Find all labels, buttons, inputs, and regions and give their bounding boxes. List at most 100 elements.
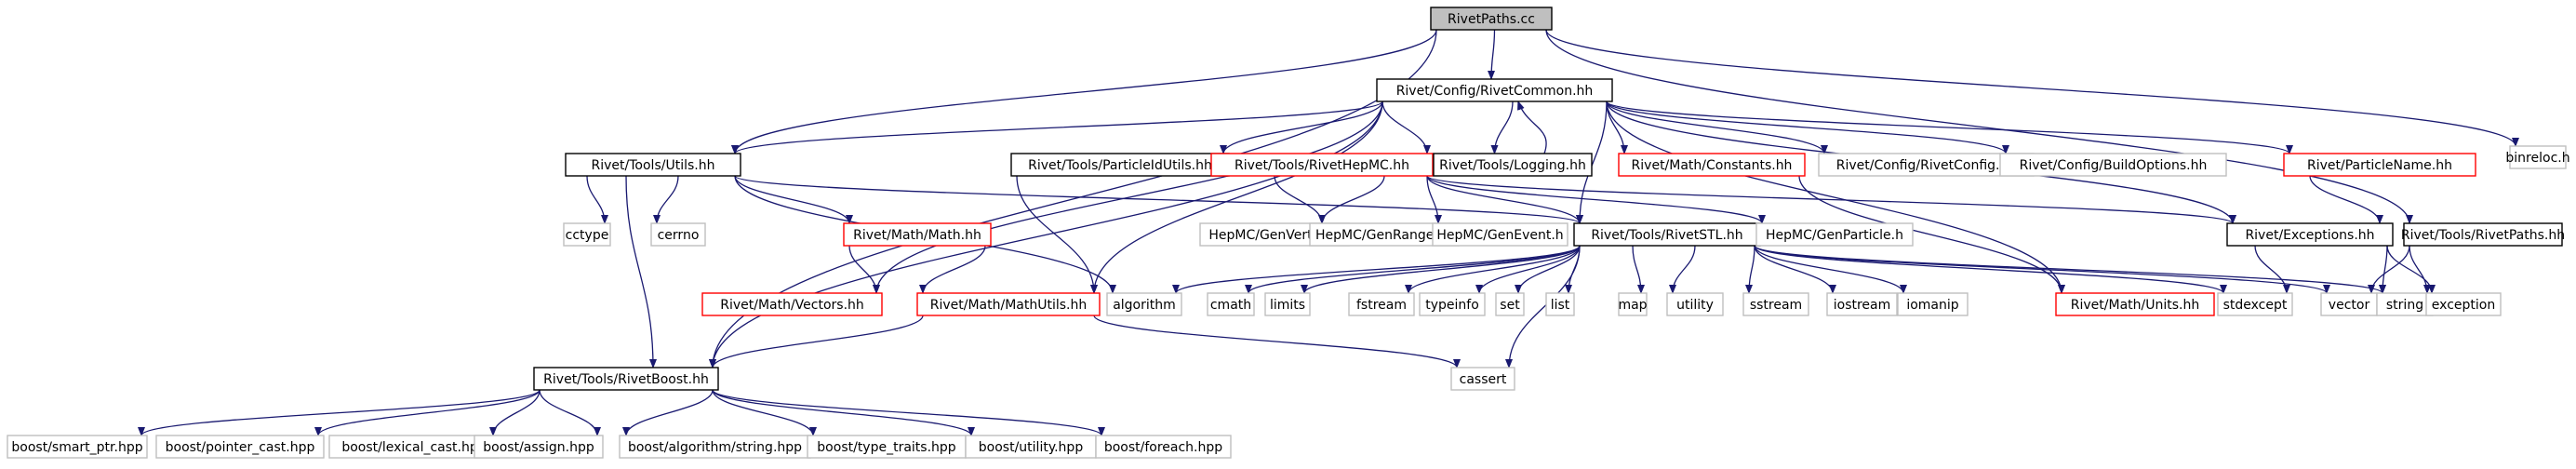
node-box	[1545, 292, 1575, 316]
node-particleidutils[interactable]: Rivet/Tools/ParticleIdUtils.hh	[1010, 153, 1230, 177]
node-math[interactable]: Rivet/Math/Math.hh	[843, 222, 992, 247]
node-label: binreloc.h	[2505, 151, 2569, 166]
node-label: boost/smart_ptr.hpp	[11, 440, 142, 455]
node-box	[965, 435, 1097, 459]
node-box	[1419, 292, 1486, 316]
node-rivetboost[interactable]: Rivet/Tools/RivetBoost.hh	[533, 367, 719, 391]
edge	[1754, 245, 1907, 294]
node-utils[interactable]: Rivet/Tools/Utils.hh	[565, 153, 741, 177]
edge-rivetboost-to-lexical-cast	[489, 389, 541, 436]
node-units[interactable]: Rivet/Math/Units.hh	[2055, 292, 2215, 316]
node-exceptions[interactable]: Rivet/Exceptions.hh	[2226, 222, 2394, 247]
node-vector: vector	[2320, 292, 2378, 316]
node-box	[2320, 292, 2378, 316]
node-label: HepMC/GenEvent.h	[1436, 228, 1563, 243]
node-foreach: boost/foreach.hpp	[1095, 435, 1232, 459]
node-assign: boost/assign.hpp	[474, 435, 604, 459]
edge-rivetstl-to-utility	[1669, 245, 1696, 294]
node-box	[1618, 292, 1648, 316]
edge-rivethepmc-to-genevent	[1426, 175, 1442, 224]
node-label: boost/lexical_cast.hpp	[341, 440, 486, 455]
edge-exceptions-to-exception	[2386, 245, 2436, 294]
node-label: set	[1500, 298, 1520, 313]
node-box	[1348, 292, 1415, 316]
edge	[712, 389, 975, 436]
node-genevent: HepMC/GenEvent.h	[1432, 222, 1568, 247]
node-vectors[interactable]: Rivet/Math/Vectors.hh	[701, 292, 883, 316]
node-label: vector	[2329, 298, 2370, 313]
node-box	[2376, 292, 2434, 316]
node-label: RivetPaths.cc	[1448, 12, 1535, 27]
node-list: list	[1545, 292, 1575, 316]
node-rivetcommon[interactable]: Rivet/Config/RivetCommon.hh	[1376, 78, 1613, 102]
node-box	[474, 435, 604, 459]
node-logging[interactable]: Rivet/Tools/Logging.hh	[1433, 153, 1593, 177]
edge	[709, 100, 1383, 368]
node-box	[1432, 222, 1568, 247]
node-box	[2226, 222, 2394, 247]
node-box	[1210, 153, 1434, 177]
edge-rivetstl-to-limits	[1301, 245, 1581, 294]
node-limits: limits	[1264, 292, 1311, 316]
node-label: limits	[1270, 298, 1305, 313]
edge	[1545, 29, 2413, 224]
node-typeinfo: typeinfo	[1419, 292, 1486, 316]
node-box	[1818, 153, 2035, 177]
node-rivetstl[interactable]: Rivet/Tools/RivetSTL.hh	[1573, 222, 1761, 247]
edge	[1475, 245, 1581, 294]
edge	[2386, 245, 2436, 294]
node-box	[1618, 153, 1806, 177]
edge	[1301, 245, 1581, 294]
edge-rivetboost-to-foreach	[712, 389, 1105, 436]
node-binreloc: binreloc.h	[2505, 145, 2570, 169]
edge-rivetpaths-cc-to-rivetboost	[709, 29, 1437, 368]
node-box	[1376, 78, 1613, 102]
node-label: Rivet/Config/BuildOptions.hh	[2020, 158, 2208, 173]
node-constants[interactable]: Rivet/Math/Constants.hh	[1618, 153, 1806, 177]
node-string: string	[2376, 292, 2434, 316]
edge-math-to-mathutils	[919, 245, 986, 294]
node-box	[916, 292, 1101, 316]
node-rivetpaths-cc[interactable]: RivetPaths.cc	[1430, 7, 1553, 31]
edge-rivetstl-to-cmath	[1245, 245, 1581, 294]
edge-mathutils-to-rivetboost	[709, 315, 924, 368]
edge-rivetboost-to-boost-utility	[712, 389, 975, 436]
edge-rivetstl-to-string	[1754, 245, 2386, 294]
edge-rivetcommon-to-units	[1606, 100, 2065, 294]
edge-math-to-vectors	[848, 245, 880, 294]
node-label: Rivet/Tools/Logging.hh	[1439, 158, 1586, 173]
edge	[2368, 245, 2410, 294]
edge-rivetstl-to-set	[1515, 245, 1581, 294]
edge-rivetboost-to-type-traits	[712, 389, 817, 436]
node-layer: RivetPaths.ccRivet/Config/RivetCommon.hh…	[7, 7, 2570, 459]
node-rivetpaths-hh[interactable]: Rivet/Tools/RivetPaths.hh	[2401, 222, 2565, 247]
node-label: utility	[1676, 298, 1714, 313]
node-label: iostream	[1834, 298, 1891, 313]
node-sstream: sstream	[1742, 292, 1809, 316]
node-iomanip: iomanip	[1897, 292, 1969, 316]
node-box	[2403, 222, 2563, 247]
node-box	[1999, 153, 2227, 177]
edge	[709, 29, 1437, 368]
edge	[1754, 245, 2386, 294]
edge	[1505, 245, 1581, 368]
node-mathutils[interactable]: Rivet/Math/MathUtils.hh	[916, 292, 1101, 316]
edge	[1490, 100, 1514, 154]
node-box	[650, 222, 706, 247]
node-box	[1826, 292, 1898, 316]
edge-rivetcommon-to-logging	[1490, 100, 1514, 154]
node-label: Rivet/Math/Units.hh	[2071, 298, 2199, 313]
node-box	[807, 435, 967, 459]
edge	[1669, 245, 1696, 294]
edge-rivetstl-to-vector	[1754, 245, 2330, 294]
node-rivethepmc[interactable]: Rivet/Tools/RivetHepMC.hh	[1210, 153, 1434, 177]
node-label: iomanip	[1906, 298, 1958, 313]
node-particlename[interactable]: Rivet/ParticleName.hh	[2283, 153, 2476, 177]
edge-rivetstl-to-stdexcept	[1754, 245, 2227, 294]
node-label: Rivet/Math/MathUtils.hh	[930, 298, 1088, 313]
node-box	[1573, 222, 1761, 247]
edge	[653, 175, 679, 224]
edge	[489, 389, 541, 436]
edge-rivetcommon-to-rivetconfig	[1606, 100, 1828, 154]
node-box	[565, 153, 741, 177]
